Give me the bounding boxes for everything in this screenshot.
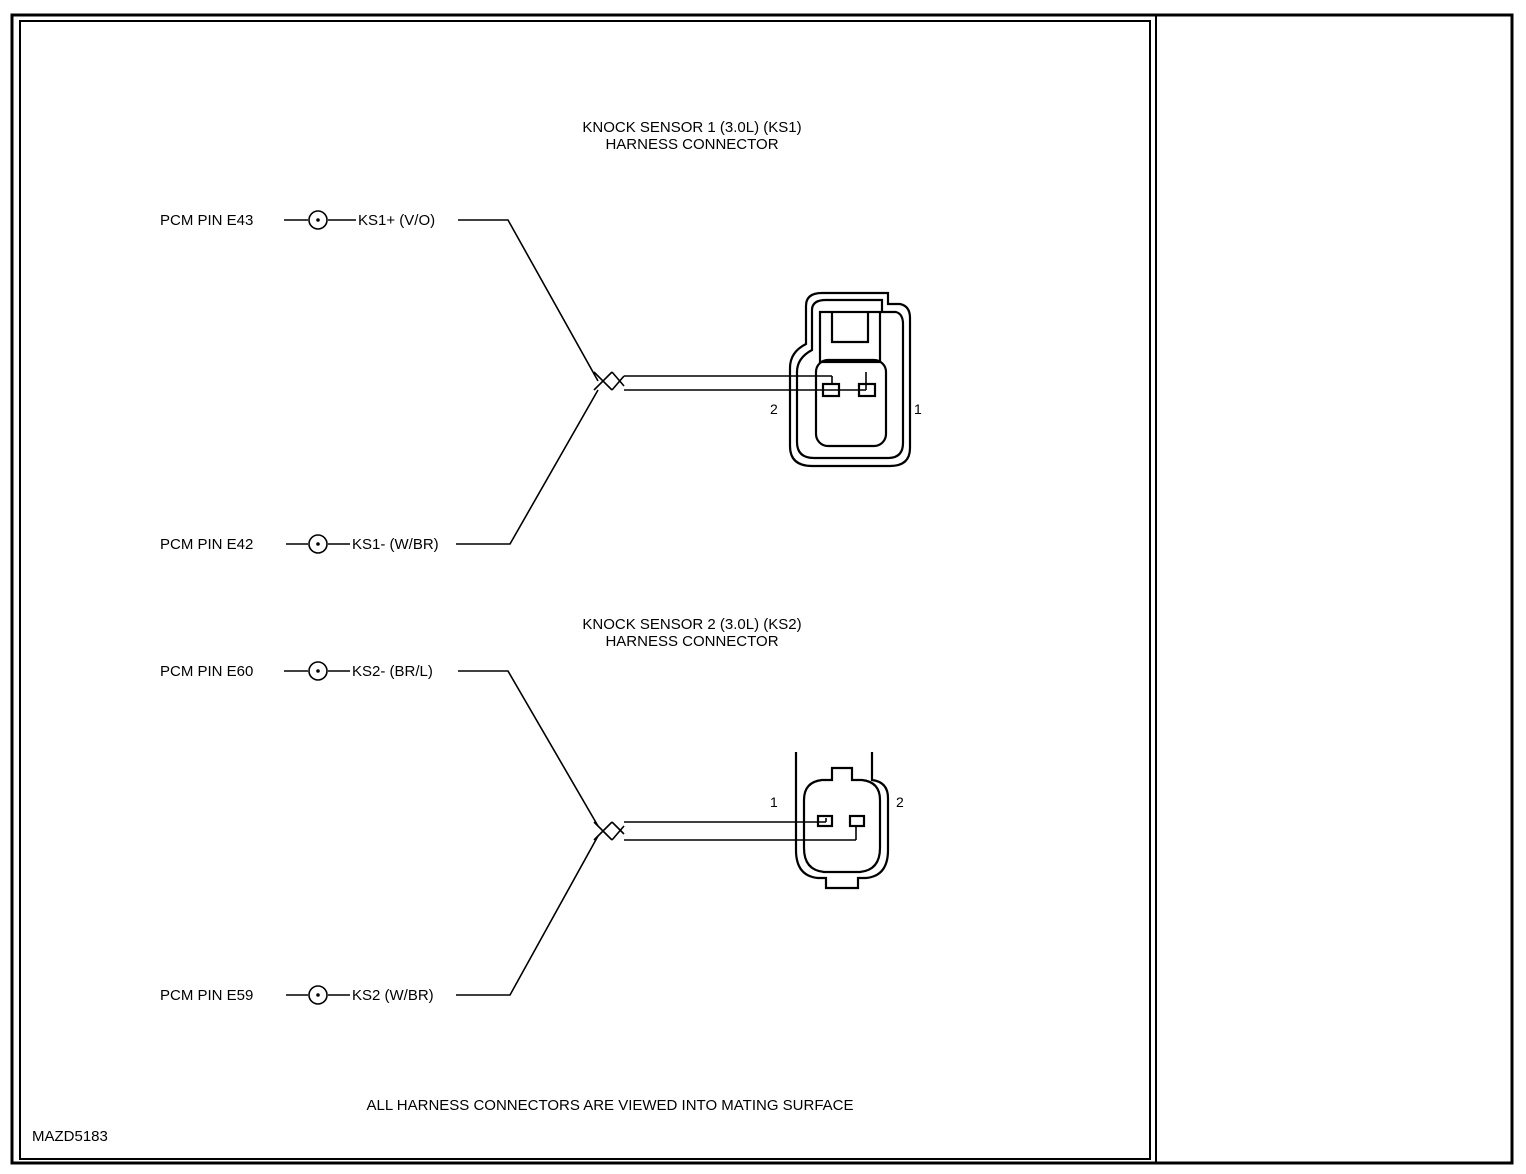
ks1-pin-label-2: 2 (770, 401, 778, 417)
ks1-circuit-label-bottom: KS1- (W/BR) (352, 536, 439, 553)
twisted-pair-icon (593, 371, 867, 391)
knock-sensor-2-section: KNOCK SENSOR 2 (3.0L) (KS2) HARNESS CONN… (160, 616, 904, 1005)
ks1-pcm-pin-label-top: PCM PIN E43 (160, 212, 253, 229)
ks1-circuit-label-top: KS1+ (V/O) (358, 212, 435, 229)
ks1-title-line1: KNOCK SENSOR 1 (3.0L) (KS1) (582, 119, 801, 136)
ks1-pcm-pin-label-bottom: PCM PIN E42 (160, 536, 253, 553)
splice-point-icon (308, 661, 328, 681)
ks2-circuit-label-bottom: KS2 (W/BR) (352, 987, 434, 1004)
ks1-harness-connector (788, 291, 912, 468)
ks1-pin-label-1: 1 (914, 401, 922, 417)
knock-sensor-1-section: KNOCK SENSOR 1 (3.0L) (KS1) HARNESS CONN… (160, 119, 922, 554)
ks2-pin-label-1: 1 (770, 794, 778, 810)
ks2-harness-connector (794, 752, 890, 890)
splice-point-icon (308, 534, 328, 554)
ks2-pcm-pin-label-bottom: PCM PIN E59 (160, 987, 253, 1004)
ks2-circuit-label-top: KS2- (BR/L) (352, 663, 433, 680)
ks2-pin-label-2: 2 (896, 794, 904, 810)
ks1-title-line2: HARNESS CONNECTOR (605, 136, 778, 153)
ks2-title-line1: KNOCK SENSOR 2 (3.0L) (KS2) (582, 616, 801, 633)
splice-point-icon (308, 210, 328, 230)
figure-id: MAZD5183 (32, 1128, 108, 1145)
main-panel-frame (19, 20, 1151, 1160)
twisted-pair-icon (593, 818, 857, 841)
ks2-pcm-pin-label-top: PCM PIN E60 (160, 663, 253, 680)
outer-frame (10, 13, 1514, 1165)
footer-note: ALL HARNESS CONNECTORS ARE VIEWED INTO M… (366, 1097, 853, 1114)
ks2-title-line2: HARNESS CONNECTOR (605, 633, 778, 650)
splice-point-icon (308, 985, 328, 1005)
